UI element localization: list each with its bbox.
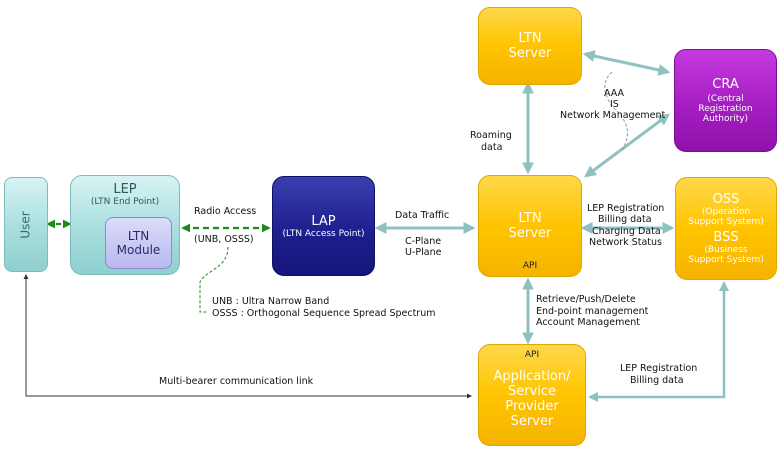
- app-server-node: API Application/ Service Provider Server: [478, 344, 586, 446]
- aaa-curve: [604, 71, 628, 151]
- ltn-server-top-line2: Server: [508, 46, 552, 61]
- charging-data-label: Charging Data: [592, 226, 661, 237]
- server-cra-link: [582, 50, 671, 76]
- network-status-label: Network Status: [589, 237, 662, 248]
- unb-def-label: UNB : Ultra Narrow Band: [212, 296, 330, 307]
- network-management-label: Network Management: [560, 110, 666, 121]
- cra-title: CRA: [712, 77, 739, 92]
- ltn-module-node: LTN Module: [105, 217, 172, 269]
- billing-data-2-label: Billing data: [630, 375, 684, 386]
- ltn-server-mid-line1: LTN: [518, 211, 542, 226]
- oss-bss-node: OSS (Operation Support System) BSS (Busi…: [675, 177, 777, 280]
- app-server-line2: Service: [507, 384, 557, 399]
- lep-subtitle: (LTN End Point): [90, 197, 160, 207]
- ltn-server-mid-line2: Server: [508, 226, 552, 241]
- ltn-module-line1: LTN: [127, 229, 150, 243]
- unb-osss-label: (UNB, OSSS): [194, 234, 254, 245]
- roaming-label-2: data: [481, 142, 503, 153]
- lap-title: LAP: [311, 213, 336, 229]
- account-management-label: Account Management: [536, 317, 640, 328]
- cra-sub3: Authority): [702, 114, 749, 124]
- bss-sub2: Support System): [688, 255, 764, 265]
- cra-sub2: Registration: [698, 104, 753, 114]
- roaming-label-1: Roaming: [470, 130, 512, 141]
- user-label: User: [18, 210, 33, 239]
- app-server-line1: Application/: [493, 369, 571, 384]
- retrieve-label: Retrieve/Push/Delete: [536, 294, 636, 305]
- aaa-label: AAA: [604, 88, 625, 99]
- server-mid-cra-link: [584, 113, 670, 178]
- lap-node: LAP (LTN Access Point): [272, 176, 375, 276]
- multibearer-link: [23, 274, 472, 399]
- ltn-server-mid-api: API: [522, 261, 538, 271]
- app-server-line4: Server: [510, 414, 554, 429]
- billing-data-label: Billing data: [598, 214, 652, 225]
- data-traffic-label: Data Traffic: [395, 210, 450, 221]
- osss-def-label: OSSS : Orthogonal Sequence Spread Spectr…: [212, 308, 436, 319]
- app-server-api: API: [524, 350, 540, 360]
- cra-sub1: (Central: [707, 94, 744, 104]
- bss-title: BSS: [713, 230, 739, 245]
- u-plane-label: U-Plane: [405, 247, 442, 258]
- app-server-line3: Provider: [505, 399, 559, 414]
- lep-registration-label: LEP Registration: [587, 203, 665, 214]
- endpoint-management-label: End-point management: [536, 306, 649, 317]
- c-plane-label: C-Plane: [405, 236, 442, 247]
- ltn-server-mid-node: LTN Server API: [478, 175, 582, 277]
- user-node: User: [4, 177, 48, 272]
- cra-node: CRA (Central Registration Authority): [674, 49, 777, 152]
- multibearer-label: Multi-bearer communication link: [159, 376, 314, 387]
- ltn-module-line2: Module: [116, 243, 161, 257]
- oss-sub1: (Operation: [701, 207, 751, 217]
- is-label: IS: [610, 99, 619, 110]
- oss-sub2: Support System): [688, 217, 764, 227]
- ltn-server-top-node: LTN Server: [478, 7, 582, 85]
- lep-title: LEP: [113, 182, 137, 197]
- radio-access-label: Radio Access: [194, 206, 257, 217]
- oss-title: OSS: [712, 192, 740, 207]
- ltn-server-top-line1: LTN: [518, 31, 542, 46]
- app-oss-link: [588, 281, 729, 402]
- lep-registration-2-label: LEP Registration: [620, 363, 698, 374]
- lap-subtitle: (LTN Access Point): [282, 228, 365, 239]
- bss-sub1: (Business: [704, 245, 748, 255]
